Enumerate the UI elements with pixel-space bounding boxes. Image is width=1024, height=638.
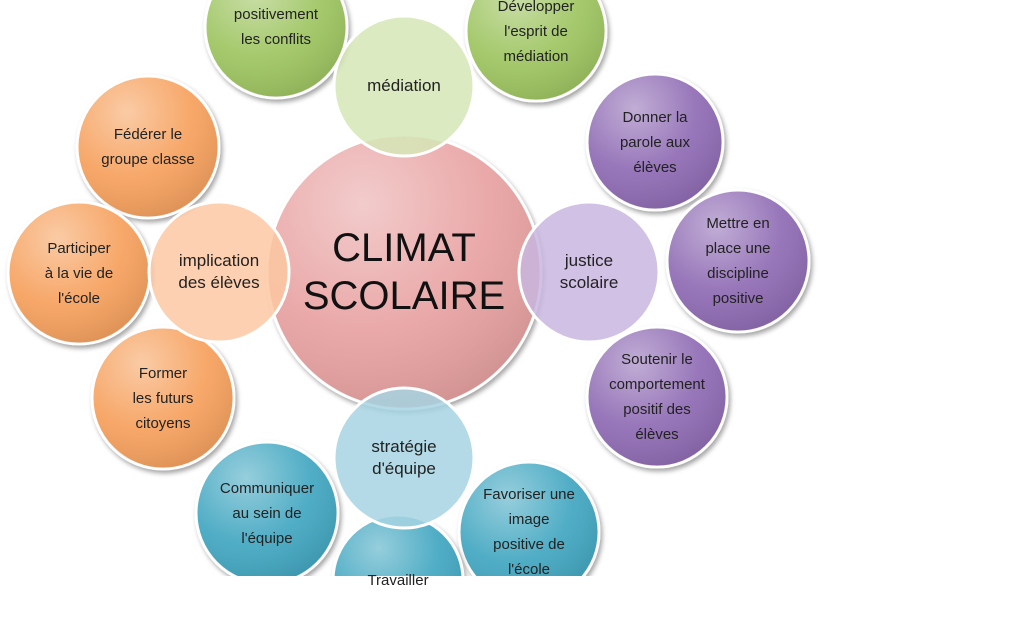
leaf-justice-1: [665, 188, 811, 334]
leaf-implication-2: [90, 325, 236, 471]
hub-justice: [517, 200, 661, 344]
hub-implication: [147, 200, 291, 344]
leaf-implication-0-shine: [78, 77, 218, 217]
leaf-justice-2-shine: [588, 328, 726, 466]
leaf-mediation-0: [203, 0, 349, 100]
leaf-implication-2-shine: [93, 328, 233, 468]
hub-mediation: [332, 14, 476, 158]
leaf-mediation-1-shine: [467, 0, 605, 100]
leaf-mediation-1: [464, 0, 608, 103]
leaf-mediation-0-shine: [206, 0, 346, 97]
leaf-justice-2: [585, 325, 729, 469]
leaf-strategie-0-shine: [197, 443, 337, 576]
hub-mediation-fill: [332, 14, 476, 158]
hub-strategie: [332, 386, 476, 530]
leaf-justice-0-shine: [588, 75, 722, 209]
hub-strategie-fill: [332, 386, 476, 530]
hub-implication-fill: [147, 200, 291, 344]
leaf-strategie-1: [457, 460, 601, 576]
center-circle: [265, 133, 543, 411]
climat-scolaire-diagram: [6, 0, 811, 576]
center-circle-shine: [268, 136, 540, 408]
leaf-implication-1: [6, 200, 152, 346]
leaf-implication-1-shine: [9, 203, 149, 343]
leaf-strategie-0: [194, 440, 340, 576]
leaf-justice-0: [585, 72, 725, 212]
leaf-justice-1-shine: [668, 191, 808, 331]
leaf-implication-0: [75, 74, 221, 220]
leaf-strategie-1-shine: [460, 463, 598, 576]
leaf-strategie-2-shine: [334, 516, 462, 576]
hub-justice-fill: [517, 200, 661, 344]
